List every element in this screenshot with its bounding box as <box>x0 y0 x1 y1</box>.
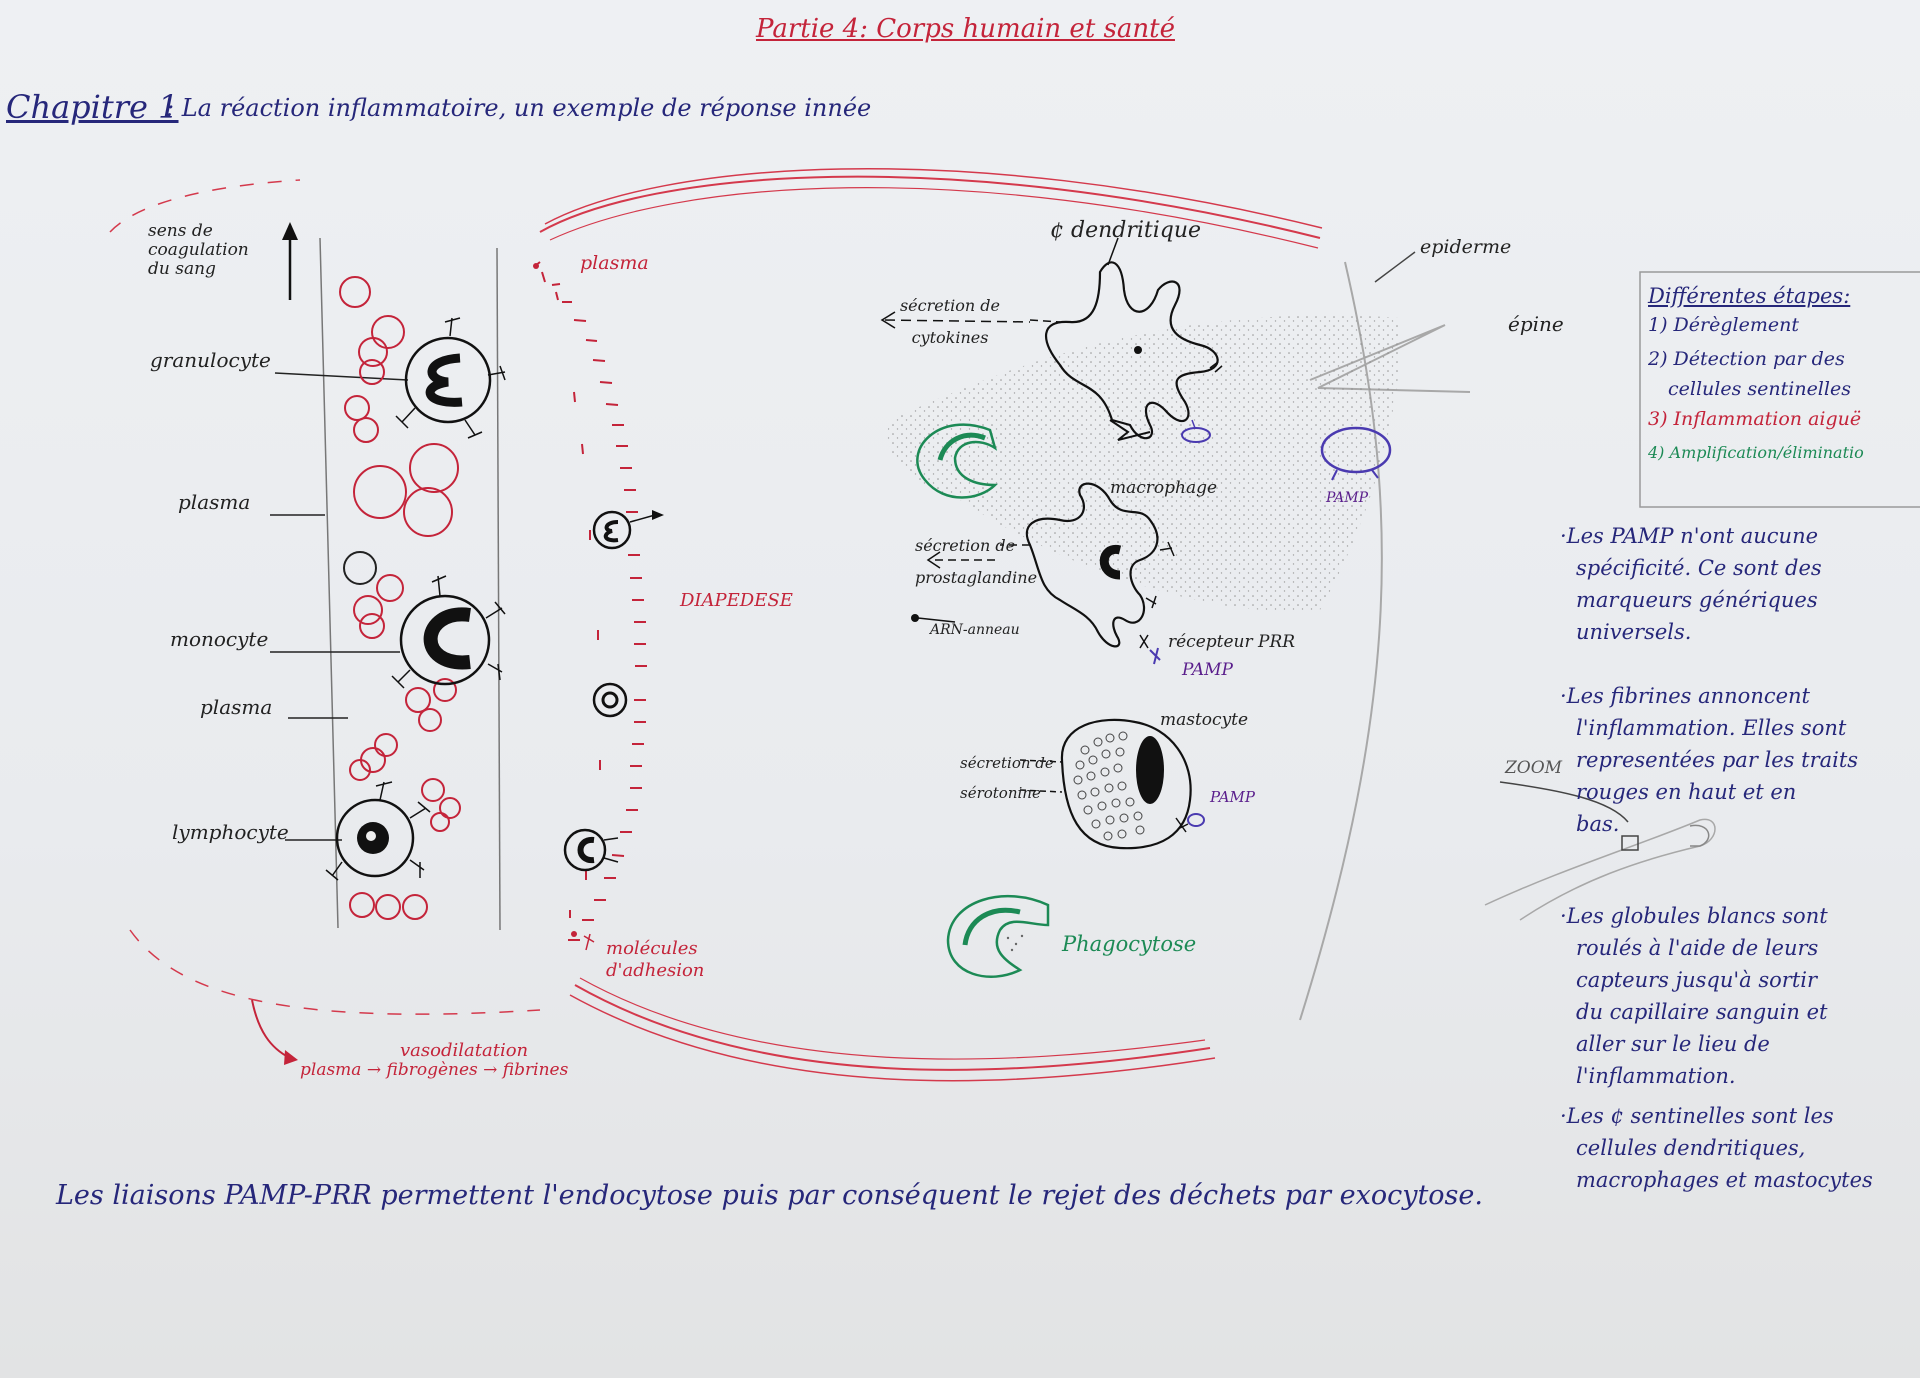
label-fibrin-chain: plasma → fibrogènes → fibrines <box>300 1060 569 1080</box>
note-line: ·Les globules blancs sont <box>1560 904 1828 928</box>
note-block: ·Les PAMP n'ont aucune spécificité. Ce so… <box>1560 520 1918 648</box>
step-line: 1) Dérèglement <box>1648 314 1799 336</box>
step-line: 3) Inflammation aiguë <box>1648 408 1862 430</box>
label-vasodilatation: vasodilatation <box>400 1040 529 1061</box>
label-epiderme: epiderme <box>1420 236 1512 258</box>
steps-title: Différentes étapes: <box>1648 284 1851 308</box>
zoom-finger-sketch <box>1484 818 1716 921</box>
note-line: rouges en haut et en <box>1576 780 1797 804</box>
label-arn: ARN-anneau <box>930 622 1020 638</box>
diapedesing-granulocyte <box>592 510 664 550</box>
note-line: bas. <box>1576 812 1620 836</box>
chapter-label: Chapitre 1 <box>6 88 179 126</box>
bottom-sentence: Les liaisons PAMP-PRR permettent l'endoc… <box>56 1180 1483 1211</box>
label-phagocytose: Phagocytose <box>1062 932 1197 956</box>
label-epine: épine <box>1508 312 1564 336</box>
label-granulocyte: granulocyte <box>150 348 271 372</box>
note-line: aller sur le lieu de <box>1576 1032 1770 1056</box>
note-line: spécificité. Ce sont des <box>1576 556 1822 580</box>
red-blood-cells <box>339 276 461 920</box>
capillary-wall <box>534 261 647 941</box>
steps-list: 1) Dérèglement 2) Détection par des cellul… <box>1648 308 1920 470</box>
note-line: ·Les PAMP n'ont aucune <box>1560 524 1819 548</box>
note-line: du capillaire sanguin et <box>1576 1000 1828 1024</box>
steps-box <box>1639 271 1920 508</box>
note-line: ·Les ¢ sentinelles sont les <box>1560 1104 1834 1128</box>
note-line: ·Les fibrines annoncent <box>1560 684 1811 708</box>
chapter-title: : La réaction inflammatoire, un exemple … <box>166 94 872 122</box>
macrophage-cell <box>911 482 1175 665</box>
note-line: universels. <box>1576 620 1692 644</box>
note-line: cellules dendritiques, <box>1576 1136 1806 1160</box>
label-sec-prostaglandine: sécretion de prostaglandine <box>915 536 1038 587</box>
note-block: ·Les ¢ sentinelles sont les cellules dend… <box>1560 1100 1918 1196</box>
blood-flow-label: sens de coagulation du sang <box>148 221 249 279</box>
diapedesing-lymphocyte <box>592 682 628 718</box>
infection-zone <box>887 315 1401 612</box>
label-diapedese: DIAPEDESE <box>680 590 793 611</box>
note-block: ·Les fibrines annoncent l'inflammation. E… <box>1560 680 1918 840</box>
label-pamp-macrophage: PAMP <box>1182 660 1233 680</box>
label-lymphocyte: lymphocyte <box>172 820 289 844</box>
note-block: ·Les globules blancs sont roulés à l'aide… <box>1560 900 1918 1092</box>
label-zoom: ZOOM <box>1505 758 1563 778</box>
phagocyte-bottom <box>946 894 1050 978</box>
granulocyte-cell <box>395 317 506 439</box>
lymphocyte-cell <box>325 781 431 881</box>
label-pamp-free: PAMP <box>1326 490 1368 506</box>
step-line: cellules sentinelles <box>1668 378 1851 400</box>
note-line: roulés à l'aide de leurs <box>1576 936 1819 960</box>
step-line: 4) Amplification/éliminatio <box>1648 443 1864 462</box>
steps-panel: Différentes étapes: 1) Dérèglement 2) Dét… <box>1648 284 1920 470</box>
label-plasma-1: plasma <box>178 490 251 514</box>
mastocyte-cell <box>1019 718 1205 850</box>
phagocyte-top <box>916 423 999 499</box>
monocyte-cell <box>391 575 506 689</box>
step-line: 2) Détection par des <box>1648 348 1845 370</box>
label-dendritic: ¢ dendritique <box>1050 218 1202 243</box>
label-macrophage: macrophage <box>1110 478 1218 498</box>
note-line: marqueurs génériques <box>1576 588 1818 612</box>
note-line: representées par les traits <box>1576 748 1859 772</box>
label-monocyte: monocyte <box>170 627 269 651</box>
label-recepteur: récepteur PRR <box>1168 632 1296 652</box>
label-sec-serotonine: sécretion de sérotonine <box>960 754 1054 802</box>
dendritic-cell <box>880 237 1223 443</box>
label-pamp-mastocyte: PAMP <box>1210 788 1255 806</box>
label-plasma-wall: plasma <box>580 252 649 274</box>
label-adhesion: molécules d'adhesion <box>606 938 705 981</box>
label-sec-cytokines: sécretion de cytokines <box>899 296 1001 347</box>
epiderme-pointer <box>1374 251 1416 283</box>
label-mastocyte: mastocyte <box>1160 710 1249 730</box>
note-line: macrophages et mastocytes <box>1576 1168 1873 1192</box>
diapedesing-monocyte <box>563 828 619 872</box>
note-line: l'inflammation. <box>1576 1064 1736 1088</box>
pamp-particle <box>1320 426 1392 481</box>
part-title: Partie 4: Corps humain et santé <box>756 14 1175 44</box>
label-plasma-2: plasma <box>200 695 273 719</box>
note-line: l'inflammation. Elles sont <box>1576 716 1847 740</box>
note-line: capteurs jusqu'à sortir <box>1576 968 1818 992</box>
